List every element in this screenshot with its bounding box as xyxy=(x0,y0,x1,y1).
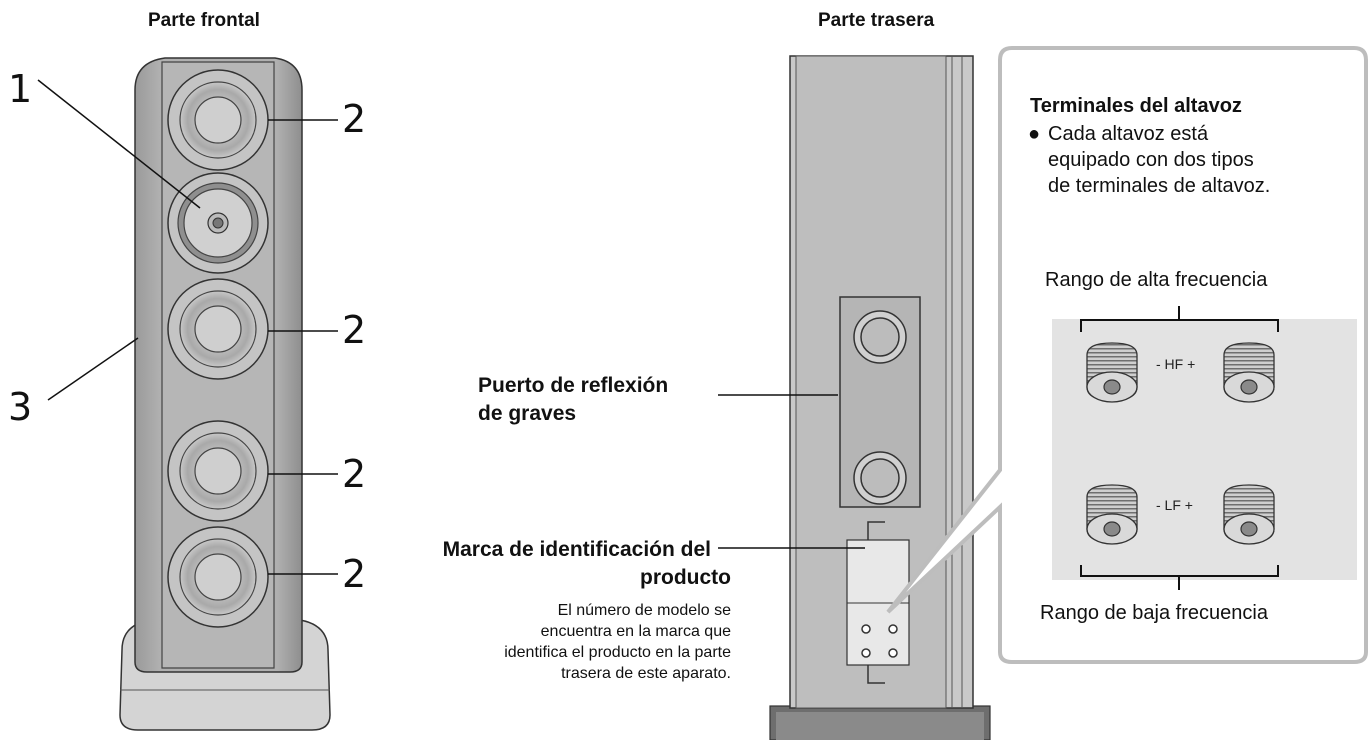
woofer-1 xyxy=(167,69,269,171)
terminals-bullet: ● xyxy=(1028,123,1041,145)
callout-1: 1 xyxy=(8,67,33,111)
hf-plus-terminal xyxy=(1223,342,1275,403)
terminals-description: Cada altavoz está equipado con dos tipos… xyxy=(1048,123,1271,197)
id-mark-description: El número de modelo se encuentra en la m… xyxy=(504,602,731,682)
hf-label: - HF + xyxy=(1156,356,1196,372)
callout-2b: 2 xyxy=(342,308,367,352)
id-mark-label-1: Marca de identificación del xyxy=(442,538,711,561)
bass-port-label-2: de graves xyxy=(478,402,577,425)
terminals-callout xyxy=(886,46,1368,664)
hf-minus-terminal xyxy=(1086,342,1138,403)
front-speaker xyxy=(37,57,338,731)
callout-2d: 2 xyxy=(342,552,367,596)
lf-label: - LF + xyxy=(1156,497,1193,513)
rear-title: Parte trasera xyxy=(818,10,935,31)
woofer-3 xyxy=(167,420,269,522)
id-mark-label-2: producto xyxy=(640,566,731,589)
woofer-2 xyxy=(167,278,269,380)
lf-minus-terminal xyxy=(1086,484,1138,545)
rear-speaker xyxy=(718,55,991,740)
callout-2c: 2 xyxy=(342,452,367,496)
terminals-heading: Terminales del altavoz xyxy=(1030,95,1242,117)
lf-plus-terminal xyxy=(1223,484,1275,545)
bass-port-label-1: Puerto de reflexión xyxy=(478,374,669,397)
woofer-4 xyxy=(167,526,269,628)
low-range-label: Rango de baja frecuencia xyxy=(1040,602,1268,624)
callout-3: 3 xyxy=(8,385,33,429)
front-title: Parte frontal xyxy=(148,10,260,31)
high-range-label: Rango de alta frecuencia xyxy=(1045,269,1268,291)
tweeter xyxy=(167,172,269,274)
callout-2a: 2 xyxy=(342,97,367,141)
